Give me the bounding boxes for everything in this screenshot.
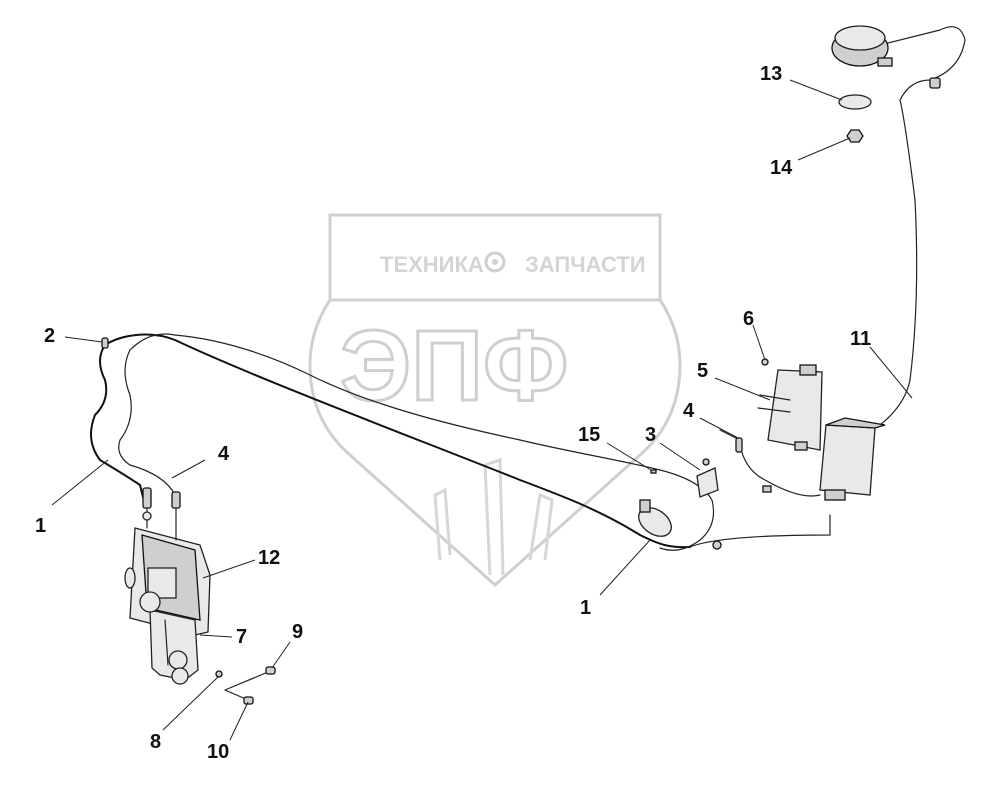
cable-sensor-3 [739, 444, 821, 497]
watermark-shield [308, 213, 682, 588]
callout-15: 15 [578, 424, 600, 446]
callout-1-left: 1 [35, 515, 46, 537]
callout-5: 5 [697, 360, 708, 382]
cable-loop [638, 499, 722, 550]
callout-4-right: 4 [683, 400, 695, 422]
callout-10: 10 [207, 741, 229, 763]
callout-3: 3 [645, 424, 656, 446]
fasteners-8-9-10 [215, 666, 276, 705]
part-4-right-connector [735, 437, 743, 453]
secondary-cable [129, 333, 715, 551]
callout-7: 7 [236, 626, 247, 648]
callout-labels: 1 2 4 12 7 9 8 10 1 15 3 4 5 6 11 13 14 [35, 63, 871, 763]
callout-13: 13 [760, 63, 782, 85]
callout-14: 14 [770, 157, 793, 179]
callout-9: 9 [292, 621, 303, 643]
secondary-cable-left [118, 349, 176, 496]
part-7-bracket [139, 591, 199, 685]
callout-12: 12 [258, 547, 280, 569]
connector-plug [712, 540, 722, 550]
callout-11: 11 [850, 328, 871, 350]
part-14-nut [846, 129, 864, 143]
part-15-item [650, 469, 657, 474]
callout-1-right: 1 [580, 597, 591, 619]
callout-2: 2 [44, 325, 55, 347]
part-13-washer [838, 94, 872, 110]
part-2-clip [101, 337, 109, 349]
watermark-left-word: ТЕХНИКА [380, 252, 484, 277]
callout-8: 8 [150, 731, 161, 753]
callout-4-left: 4 [218, 443, 230, 465]
cable-to-controller [689, 514, 831, 548]
main-cable-1 [104, 333, 691, 549]
gear-icon [484, 251, 506, 273]
cable-11-beacon [879, 26, 966, 426]
controller-unit [762, 417, 886, 501]
beacon-13-14 [831, 25, 941, 143]
part-5-plate [757, 358, 823, 451]
watermark-emblem: ЭПФ [340, 310, 568, 422]
part-3-sensor [696, 458, 719, 498]
watermark: ТЕХНИКА ЗАПЧАСТИ ЭПФ [308, 213, 682, 588]
callout-6: 6 [743, 308, 754, 330]
wheat-icon [433, 457, 554, 576]
callout-leaders [51, 79, 913, 741]
main-cable-left-loop [90, 344, 146, 506]
part-4-connectors [142, 487, 181, 541]
watermark-right-word: ЗАПЧАСТИ [525, 252, 646, 277]
